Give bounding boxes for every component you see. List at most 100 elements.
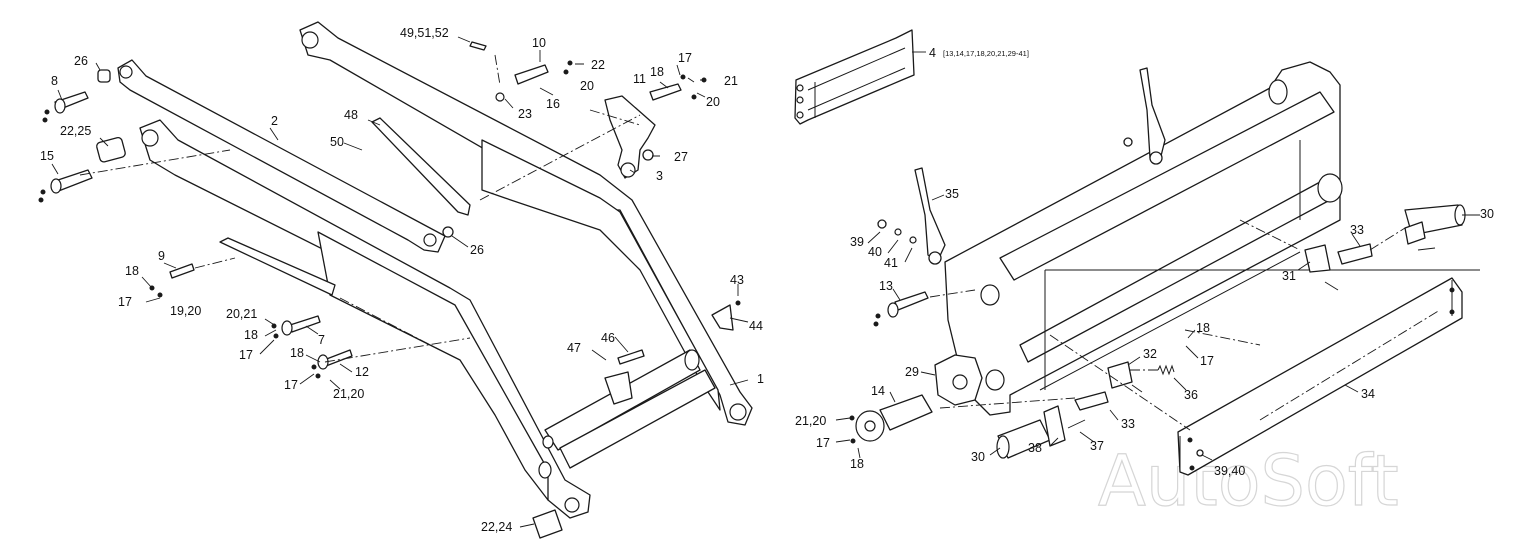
- bolt-icon: [42, 117, 48, 123]
- callout-20: 20: [706, 95, 720, 109]
- clip-33-upper: [1404, 221, 1426, 245]
- inset-hole: [796, 84, 804, 92]
- bolt-39b: [1123, 137, 1133, 147]
- pin-10: [514, 64, 549, 85]
- frame-lines: [1039, 140, 1480, 391]
- alignment-line: [79, 54, 641, 363]
- boom-lower-hole-2: [542, 435, 554, 449]
- callout-1: 1: [757, 372, 764, 386]
- bushing-22-25: [96, 136, 126, 163]
- ring-23: [495, 92, 505, 102]
- alignment-line: [929, 219, 1441, 431]
- pin-12-plate: [317, 354, 329, 370]
- callout-8: 8: [51, 74, 58, 88]
- callout-18: 18: [244, 328, 258, 342]
- clip-49: [469, 41, 487, 51]
- callout-19-20: 19,20: [170, 304, 201, 318]
- bolt-icon: [873, 321, 879, 327]
- callout-40: 40: [868, 245, 882, 259]
- lever-35: [914, 167, 946, 261]
- callout-21: 21: [724, 74, 738, 88]
- callout-33: 33: [1350, 223, 1364, 237]
- callout-30: 30: [1480, 207, 1494, 221]
- pin-14-center: [864, 420, 876, 432]
- lever-pivot-b: [1149, 151, 1163, 165]
- watermark: AutoSoft: [1098, 440, 1399, 522]
- pivot-hole-top: [301, 31, 319, 49]
- bolt-icon: [849, 415, 855, 421]
- bolt-icon: [563, 69, 569, 75]
- link-arm-hole-a: [119, 65, 133, 79]
- callout-12: 12: [355, 365, 369, 379]
- inset-assembly-detail: [807, 47, 906, 118]
- cross-tube-end: [684, 349, 700, 371]
- callout-18: 18: [125, 264, 139, 278]
- bolt-icon: [311, 364, 317, 370]
- callout-22: 22: [591, 58, 605, 72]
- bolt-icon: [40, 189, 46, 195]
- bolt-icon: [567, 60, 573, 66]
- quick-attach-top-tube: [999, 91, 1335, 281]
- callout-29: 29: [905, 365, 919, 379]
- pin-9: [169, 263, 195, 279]
- pin-37: [1067, 419, 1086, 429]
- callout-32: 32: [1143, 347, 1157, 361]
- inset-hole: [796, 96, 804, 104]
- leader-lines: [51, 36, 749, 528]
- plate-29-hole: [952, 374, 968, 390]
- callout-22-25: 22,25: [60, 124, 91, 138]
- pin-7: [289, 315, 321, 333]
- bracket-hole: [620, 162, 636, 178]
- frame-hole-top: [1268, 79, 1288, 105]
- link-arm-hole-b: [423, 233, 437, 247]
- callout-21-20: 21,20: [795, 414, 826, 428]
- latch-33-lower: [1074, 391, 1109, 411]
- pivot-hole-right: [729, 403, 747, 421]
- pin-31: [1324, 281, 1339, 291]
- bracket-47: [604, 371, 633, 405]
- callout-43: 43: [730, 273, 744, 287]
- boom-frame-1: [299, 21, 753, 426]
- inset-hole: [796, 111, 804, 119]
- callout-10: 10: [532, 36, 546, 50]
- pin-30-end: [996, 435, 1010, 459]
- callout-11: 11: [633, 72, 646, 86]
- bushing-27: [642, 149, 654, 161]
- washer-41: [909, 236, 917, 244]
- pin-13: [894, 291, 929, 311]
- callout-44: 44: [749, 319, 763, 333]
- callout-22-24: 22,24: [481, 520, 512, 534]
- inset-assembly-4: [794, 29, 915, 125]
- bolt-icon: [691, 94, 697, 100]
- latch-31: [1304, 244, 1331, 273]
- callout-35: 35: [945, 187, 959, 201]
- bolt-icon: [38, 197, 44, 203]
- bolt-icon: [1449, 309, 1455, 315]
- strut-48: [371, 117, 471, 216]
- callout-4: 4: [929, 46, 936, 60]
- washer-40: [894, 228, 902, 236]
- quick-attach-group: 4 [13,14,17,18,20,21,29-41] 35 39 40 41 …: [794, 29, 1494, 478]
- callout-18: 18: [290, 346, 304, 360]
- callout-48: 48: [344, 108, 358, 122]
- mount-bracket-3: [604, 95, 656, 179]
- pin-46: [617, 349, 645, 365]
- callout-17: 17: [1200, 354, 1214, 368]
- pin-8-plate: [54, 98, 66, 114]
- callout-30: 30: [971, 450, 985, 464]
- callout-36: 36: [1184, 388, 1198, 402]
- bolt-icon: [680, 74, 686, 80]
- latch-38: [1043, 405, 1066, 447]
- latch-33-upper: [1337, 243, 1373, 265]
- callout-34: 34: [1361, 387, 1375, 401]
- callout-15: 15: [40, 149, 54, 163]
- callout-23: 23: [518, 107, 532, 121]
- link-arm-2: [117, 59, 446, 253]
- callout-31: 31: [1282, 269, 1296, 283]
- callout-50: 50: [330, 135, 344, 149]
- bolt-icon: [1449, 287, 1455, 293]
- bolt-icon: [157, 292, 163, 298]
- bolt-icon: [850, 438, 856, 444]
- bolt-icon: [735, 300, 741, 306]
